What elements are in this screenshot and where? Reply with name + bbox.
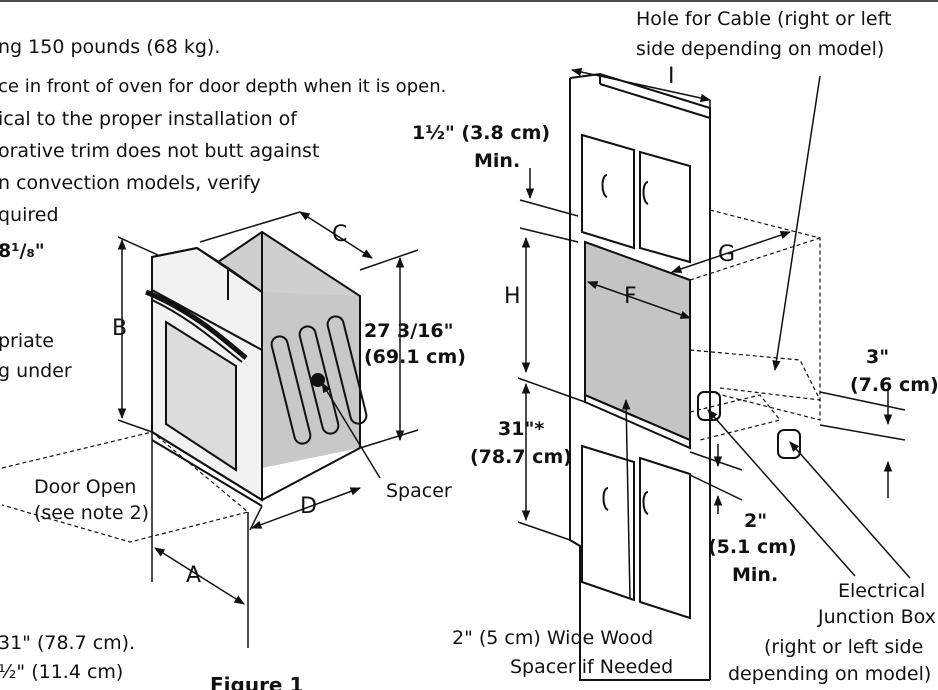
body-text-line: ce in front of oven for door depth when … <box>0 76 447 97</box>
dim-2-cm: (5.1 cm) <box>708 536 797 558</box>
cabinet-drawing <box>569 72 801 681</box>
min-clearance-top: 1½" (3.8 cm) <box>412 122 551 144</box>
dim-3-in: 3" <box>866 346 890 368</box>
wood-spacer-label: 2" (5 cm) Wide Wood <box>452 627 654 649</box>
body-text-line: ical to the proper installation of <box>0 108 297 130</box>
cavity-outline <box>689 209 822 441</box>
cabinet-dimension-lines <box>517 67 911 599</box>
body-text-line: g under <box>0 360 72 382</box>
dim-3-cm: (7.6 cm) <box>850 374 938 396</box>
oven-dimension-lines <box>117 211 419 648</box>
junction-box-label: Electrical <box>838 580 926 602</box>
label-d: D <box>300 494 317 519</box>
height-label-cm: (69.1 cm) <box>364 346 466 368</box>
label-b: B <box>112 316 128 341</box>
junction-box-label-4: depending on model) <box>728 663 932 685</box>
label-h: H <box>504 284 521 309</box>
label-f: F <box>624 284 637 309</box>
junction-box-label-2: Junction Box <box>818 606 936 628</box>
oven-drawing <box>145 230 368 507</box>
cable-hole-label-2: side depending on model) <box>636 38 885 60</box>
dim-31-in: 31"* <box>498 418 545 440</box>
body-text-line: n convection models, verify <box>0 172 261 194</box>
dim-2-min: Min. <box>732 564 779 586</box>
label-c: C <box>332 222 348 247</box>
min-clearance-top-2: Min. <box>474 150 521 172</box>
dim-31-cm: (78.7 cm) <box>470 446 572 468</box>
body-text-line: 31" (78.7 cm). <box>0 632 136 654</box>
junction-box-label-3: (right or left side <box>764 636 924 658</box>
dim-2-in: 2" <box>744 510 768 532</box>
body-text-line: priate <box>0 330 54 352</box>
body-text-line: ½" (11.4 cm) <box>0 661 124 683</box>
door-open-label: Door Open <box>34 476 137 498</box>
spacer-label: Spacer <box>386 480 452 502</box>
body-text-line: quired <box>0 204 59 226</box>
wood-spacer-label-2: Spacer if Needed <box>510 656 674 678</box>
body-text-line: orative trim does not butt against <box>0 140 320 162</box>
label-i: I <box>668 64 675 89</box>
body-text-line: ng 150 pounds (68 kg). <box>0 36 221 58</box>
label-a: A <box>186 563 202 588</box>
height-label-in: 27 3/16" <box>364 320 454 342</box>
cable-hole-label: Hole for Cable (right or left <box>636 8 892 30</box>
figure-caption: Figure 1 <box>210 673 304 690</box>
label-g: G <box>718 242 736 267</box>
door-open-note: (see note 2) <box>34 502 150 524</box>
body-text-line: 8¹/₈" <box>0 240 45 262</box>
